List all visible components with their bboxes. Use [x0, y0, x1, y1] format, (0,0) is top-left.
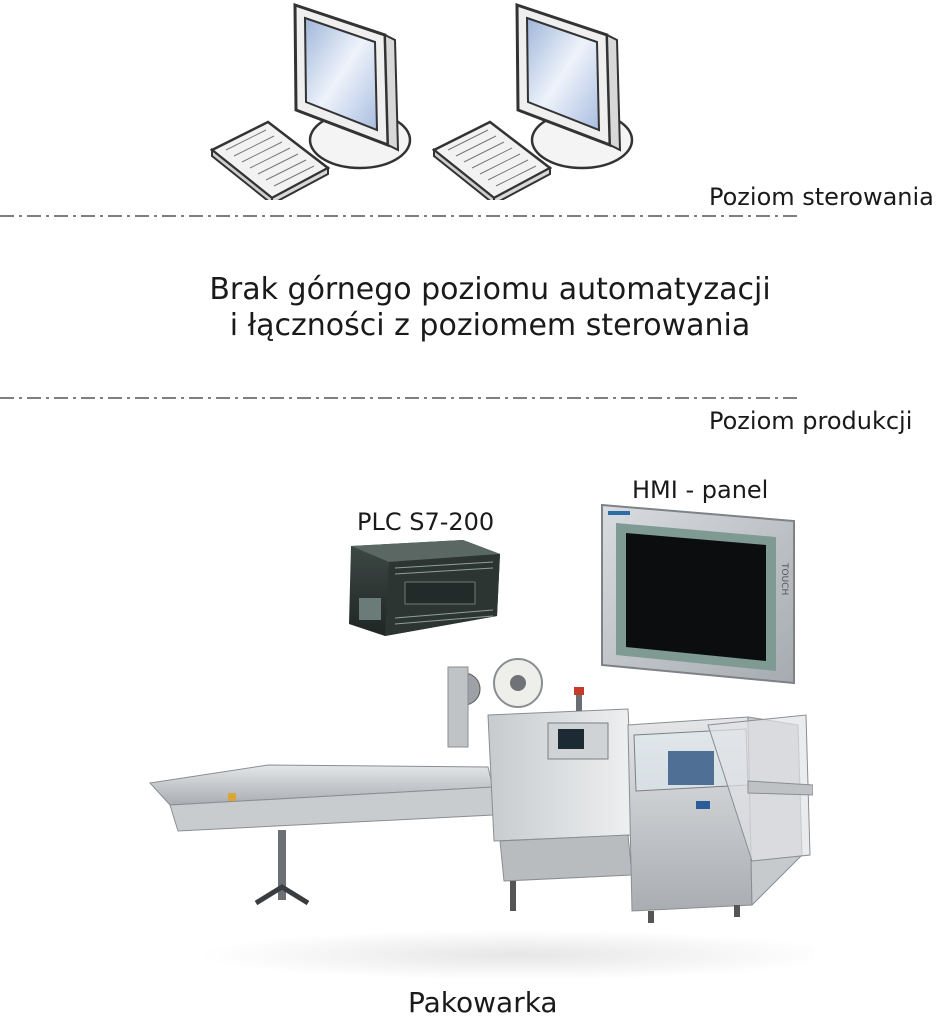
hmi-touch-panel: TOUCH [601, 503, 795, 685]
control-level-label: Poziom sterowania [709, 183, 934, 211]
production-level-divider [0, 397, 800, 399]
workstation-computer-2 [431, 2, 634, 200]
plc-label: PLC S7-200 [357, 508, 495, 536]
hmi-label: HMI - panel [632, 476, 769, 504]
middle-note: Brak górnego poziomu automatyzacji i łąc… [140, 272, 840, 344]
control-level-divider [0, 215, 800, 217]
production-level-label: Poziom produkcji [709, 407, 913, 435]
middle-note-line-1: Brak górnego poziomu automatyzacji [209, 272, 771, 307]
plc-s7-200-device [349, 540, 500, 636]
keyboard-icon [209, 120, 331, 200]
packaging-machine [149, 658, 813, 980]
svg-text:TOUCH: TOUCH [779, 562, 789, 595]
machine-caption: Pakowarka [408, 986, 558, 1019]
middle-note-line-2: i łączności z poziomem sterowania [229, 308, 751, 343]
workstation-computer-1 [209, 2, 412, 200]
keyboard-icon [431, 120, 553, 200]
